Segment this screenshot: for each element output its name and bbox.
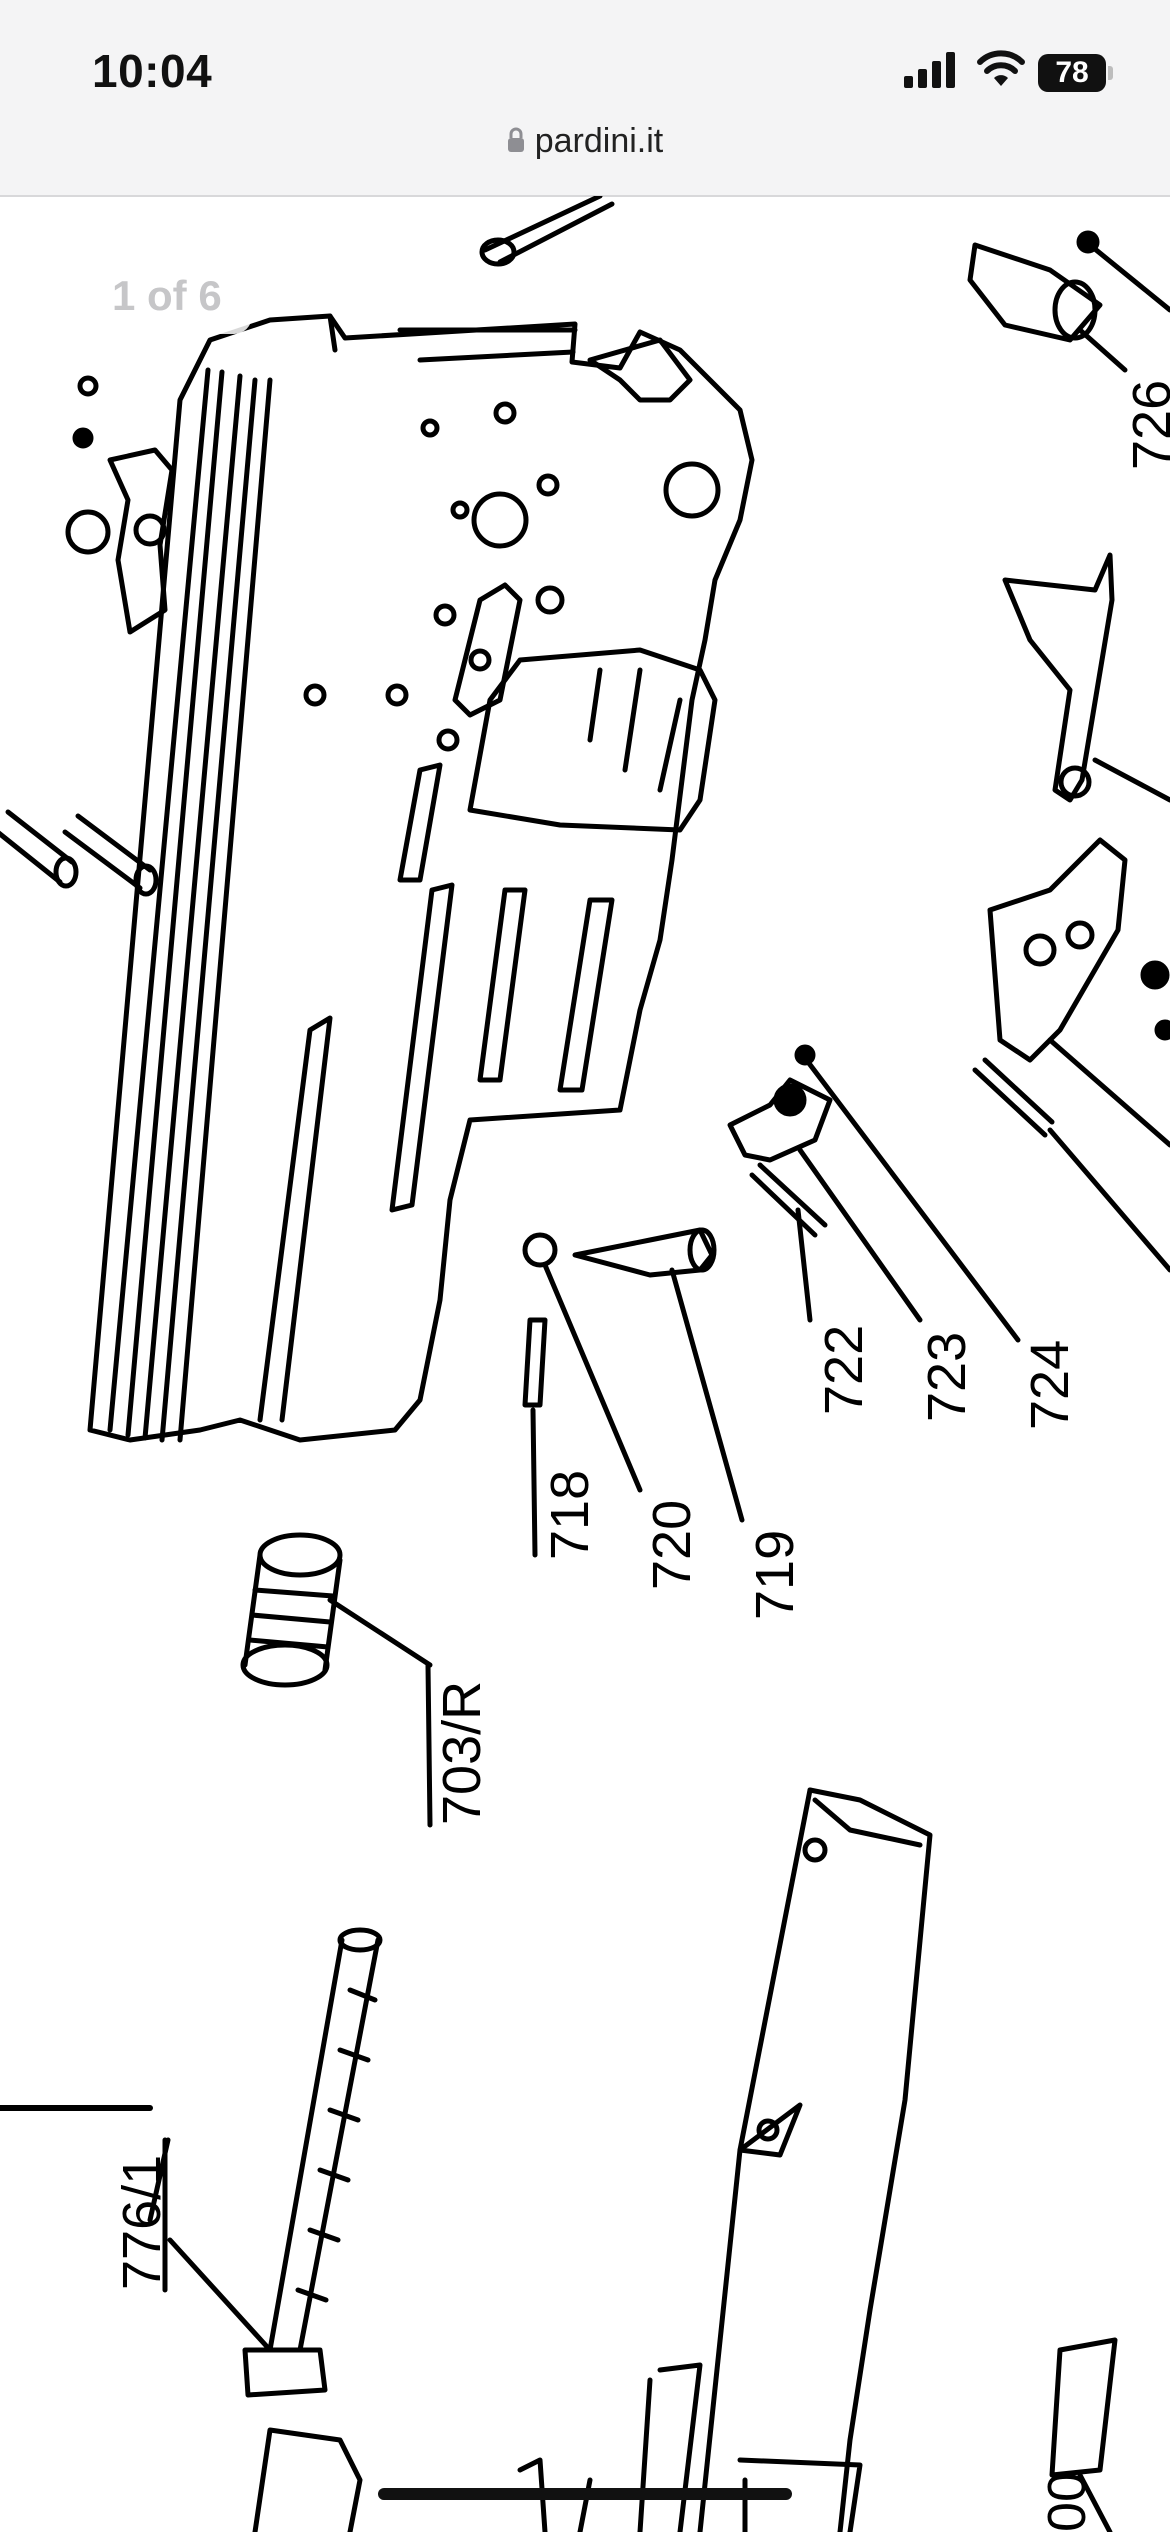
sear-part [987,837,1128,1063]
magazine [637,1787,933,2532]
pin-a [0,809,75,885]
part-723 [727,1077,833,1163]
lever-part [107,447,175,635]
part-label-00: 00 [1037,2472,1097,2532]
battery-tip [1108,66,1113,80]
address-bar[interactable]: pardini.it [0,122,1170,161]
pin-b [62,813,153,891]
top-pin-end [479,237,517,267]
part-label-718: 718 [540,1470,600,1560]
clock: 10:04 [92,45,213,97]
part-776-1 [167,1927,383,2398]
part-label-720: 720 [642,1500,702,1590]
wifi-icon [977,50,1025,86]
cellular-signal-icon [904,52,955,88]
part-label-776-1: 776/1 [112,2155,172,2290]
parts-diagram: 726 722 723 724 718 720 719 703/R 776/1 … [0,196,1170,2532]
part-label-724: 724 [1020,1340,1080,1430]
part-label-719: 719 [745,1530,805,1620]
part-label-723: 723 [917,1332,977,1422]
battery-level: 78 [1038,54,1106,92]
url-text: pardini.it [534,122,664,160]
part-720 [522,1232,558,1268]
part-703-R [240,1532,343,1688]
battery-icon: 78 [1038,54,1113,92]
part-label-722: 722 [814,1325,874,1415]
page-counter: 1 of 6 [82,258,252,334]
hammer-part [1002,552,1115,803]
part-718 [522,1317,548,1408]
part-label-703-R: 703/R [432,1681,492,1825]
screw [65,509,111,555]
top-pin [482,196,615,265]
part-722 [749,1162,828,1238]
lock-icon [507,127,524,152]
part-label-726: 726 [1122,380,1170,470]
pistol-frame [87,313,755,1443]
status-bar: 10:04 78 pardini.it [0,0,1170,197]
home-indicator[interactable] [378,2488,792,2500]
part-726 [967,242,1103,343]
